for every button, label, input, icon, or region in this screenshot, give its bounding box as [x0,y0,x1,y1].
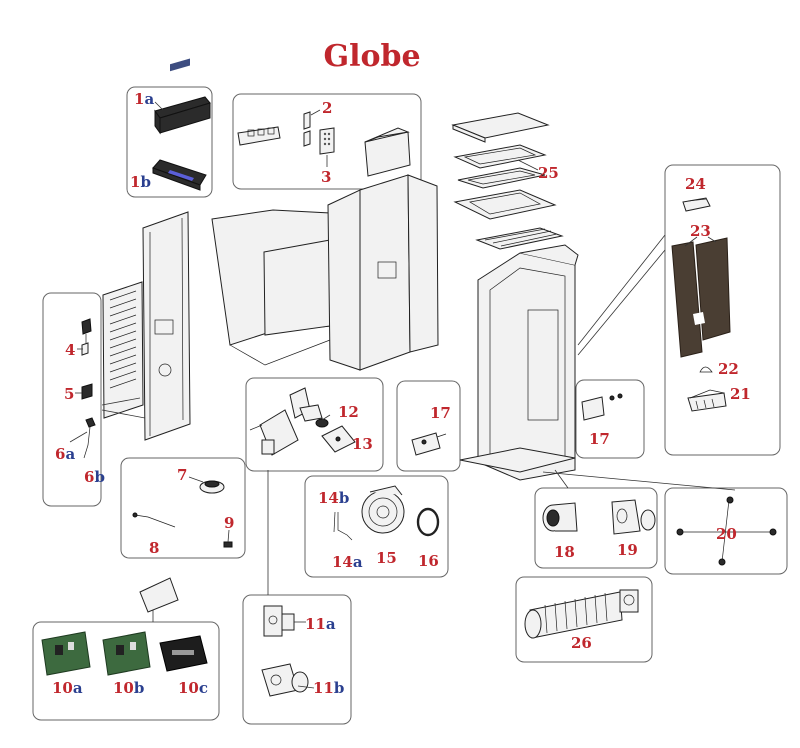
diagram-title: Globe [323,39,420,74]
label-10b: 10b [113,679,144,697]
group-box-control-panel [126,86,213,198]
label-1a: 1a [134,90,154,108]
board-part-10c [159,635,208,672]
group-box-tangential-fan [515,576,653,663]
group-box-display-parts [232,93,422,190]
feet-part-20 [676,496,777,566]
label-20: 20 [716,525,737,543]
label-4: 4 [65,341,75,359]
motor-part-11b [261,663,309,697]
fan-part-18 [542,502,578,532]
group-box-thermostat-left [396,380,461,472]
label-9: 9 [224,514,234,532]
heat-grid-part [475,227,564,250]
fan-part-19 [611,499,656,535]
burnpot-part-21 [687,389,727,412]
board-part-10b [102,631,151,676]
label-14a: 14a [332,553,363,571]
label-22: 22 [718,360,739,378]
gasket-ring-part-16 [416,507,440,537]
side-panel-left [142,211,191,441]
switch-part-5 [81,383,93,400]
label-11a: 11a [305,615,336,633]
label-15: 15 [376,549,397,567]
top-plate-part [451,112,550,143]
label-16: 16 [418,552,439,570]
keypad-part-3 [319,127,335,155]
label-17-right: 17 [589,430,610,448]
group-box-sensors [120,457,246,559]
insulation-panel-part-23-right [693,237,731,341]
label-17-left: 17 [430,404,451,422]
top-frame-part [453,144,547,169]
group-box-fans [534,487,658,569]
label-11b: 11b [313,679,344,697]
probe-part-8 [132,512,176,528]
tangential-fan-part-26 [524,589,639,639]
motor-part-11a [263,605,295,637]
label-19: 19 [617,541,638,559]
burnpot-clip-part-22 [699,366,713,373]
exhaust-blower-part-15 [361,485,405,534]
label-13: 13 [352,435,373,453]
group-box-auger [245,377,384,472]
thermostat-part-17-right [581,393,623,421]
label-2: 2 [322,99,332,117]
switch-part-4 [81,318,92,356]
fuse-part-9 [223,541,233,548]
label-3: 3 [321,168,331,186]
label-10c: 10c [178,679,208,697]
group-box-boards [32,621,220,721]
sensor-part-7 [199,480,225,494]
label-12: 12 [338,403,359,421]
label-14b: 14b [318,489,349,507]
control-panel-1b [152,159,207,191]
label-8: 8 [149,539,159,557]
display-cover-part [364,127,411,177]
front-door-panel [327,174,439,371]
label-23: 23 [690,222,711,240]
group-box-feet [664,487,788,575]
label-6a: 6a [55,445,75,463]
label-26: 26 [571,634,592,652]
plate-part-13 [321,425,356,453]
group-box-blower [304,475,449,578]
auger-assembly [249,387,323,456]
group-box-side-parts [42,292,102,507]
label-6b: 6b [84,468,105,486]
control-panel-1a [154,58,211,135]
top-gasket-part [457,167,546,189]
label-21: 21 [730,385,751,403]
cable-part-6 [83,417,96,459]
board-part-10a [41,631,91,676]
stove-frame [459,244,579,481]
label-18: 18 [554,543,575,561]
gasket-part-12 [315,418,329,428]
display-frame-part [237,126,281,146]
top-bracket-part [453,189,557,220]
label-7: 7 [177,466,187,484]
cleaning-tool-part-24 [682,197,711,212]
fire-chamber-panel [211,209,331,366]
label-25: 25 [538,164,559,182]
cable-part-14 [333,511,353,541]
label-24: 24 [685,175,706,193]
label-1b: 1b [130,173,151,191]
label-10a: 10a [52,679,83,697]
group-box-motors [242,594,352,725]
rear-grille-panel [102,281,144,419]
group-box-burnpot [664,164,781,456]
thermostat-part-17-left [411,432,447,456]
insulation-panel-part-23-left [671,241,703,358]
group-box-thermostat-right [575,379,645,459]
board-cover-part [139,577,179,613]
display-clip-part-2 [303,111,311,147]
label-5: 5 [64,385,74,403]
